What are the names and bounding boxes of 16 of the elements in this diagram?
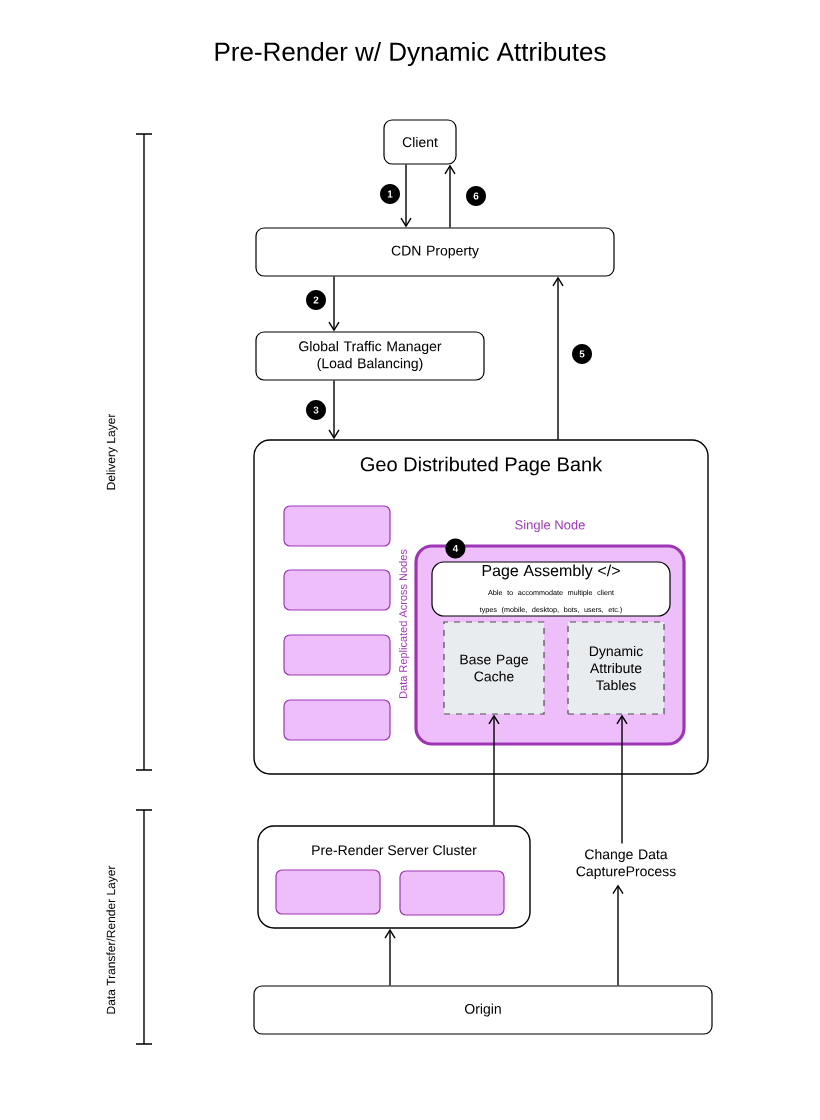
arrow <box>328 275 340 332</box>
arrow <box>552 276 564 440</box>
server-box <box>399 870 505 916</box>
replica-box <box>283 634 391 676</box>
server-box <box>275 869 381 915</box>
arrow <box>616 714 628 845</box>
arrow <box>384 928 396 987</box>
arrow <box>488 714 500 826</box>
replica-box <box>283 505 391 547</box>
arrow <box>400 163 412 228</box>
arrow <box>328 379 340 440</box>
title: Pre-Render w/ Dynamic Attributes <box>215 41 606 67</box>
arrow <box>444 164 456 229</box>
replica-box <box>283 569 391 611</box>
replica-box <box>283 699 391 741</box>
arrow <box>612 884 624 987</box>
